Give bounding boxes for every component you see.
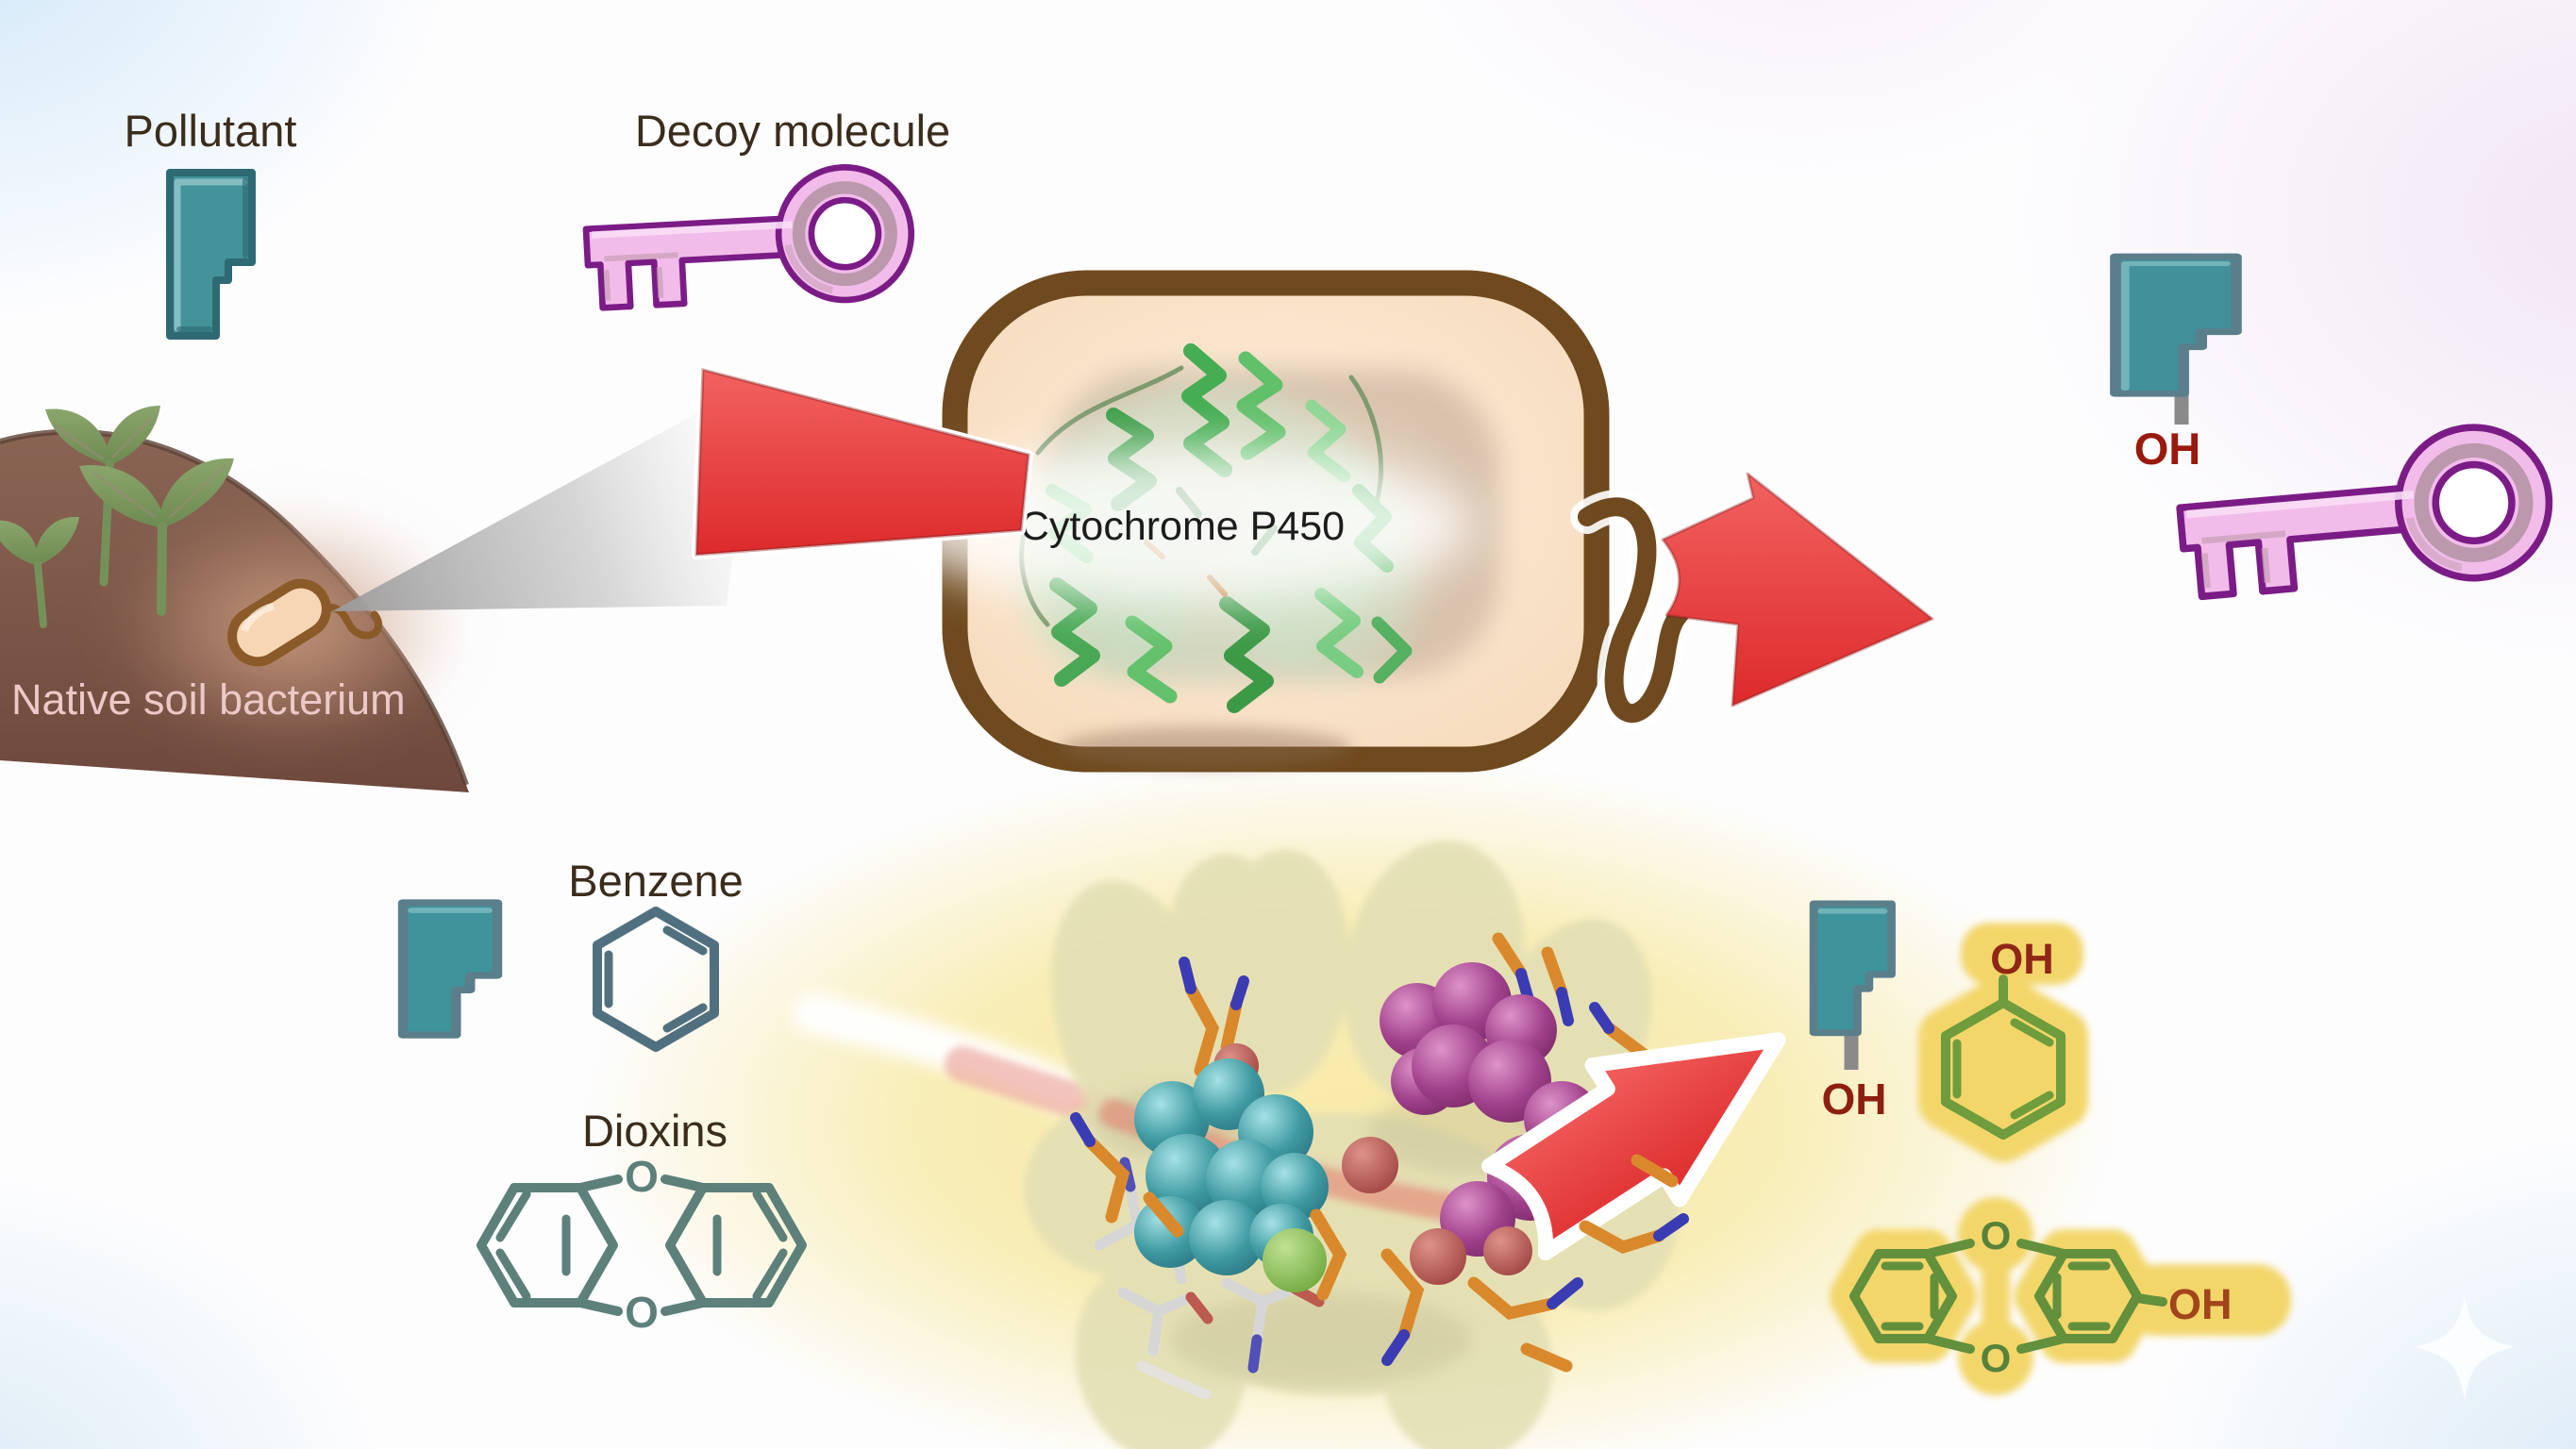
decoy-key-icon xyxy=(583,164,914,313)
flagellum xyxy=(1570,490,1698,730)
oxygen-label: O xyxy=(625,1152,659,1201)
substrate-spheres xyxy=(1134,1043,1329,1292)
hydroxyl-label: OH xyxy=(1990,935,2054,983)
hydroxyl-label: OH xyxy=(1822,1074,1887,1124)
soil-scene: Native soil bacterium xyxy=(0,406,469,792)
oxygen-label: O xyxy=(1981,1213,2012,1257)
magnifier-beam xyxy=(332,383,753,611)
bacterium-cell: Cytochrome P450 xyxy=(890,270,1698,773)
active-site xyxy=(793,841,1786,1449)
dioxins-label: Dioxins xyxy=(582,1106,728,1156)
pollutant-piece-icon xyxy=(170,173,252,336)
dioxin-structure xyxy=(477,1174,807,1316)
oxygen-label: O xyxy=(625,1288,659,1337)
native-soil-bacterium-label: Native soil bacterium xyxy=(11,675,406,724)
seedling-icon xyxy=(79,458,234,616)
benzene-ring xyxy=(593,907,719,1052)
seedling-icon xyxy=(0,516,79,628)
hydroxylated-pollutant: OH xyxy=(2116,257,2236,474)
sparkle-icon xyxy=(2416,1294,2514,1400)
reaction-arrow xyxy=(1481,1032,1786,1261)
red-arrow-in-body xyxy=(694,368,1030,557)
chlorine-sphere xyxy=(1263,1228,1327,1292)
red-arrow-out xyxy=(1661,472,1934,708)
pollutant-piece-icon xyxy=(1814,904,1892,1033)
benzene-label: Benzene xyxy=(568,856,744,906)
hydroxyl-label: OH xyxy=(2134,424,2201,474)
decoy-molecule-label: Decoy molecule xyxy=(635,106,950,156)
oxygen-label: O xyxy=(1981,1336,2012,1380)
label-glow xyxy=(890,447,1475,602)
yellow-glow xyxy=(576,755,2123,1449)
pollutant-piece-icon xyxy=(403,903,497,1035)
pollutant-piece-icon xyxy=(2116,257,2236,393)
phenol-structure: OH xyxy=(1918,923,2088,1162)
native-bacterium-icon xyxy=(227,578,383,667)
pollutant-label: Pollutant xyxy=(125,106,297,156)
hydroxylated-pollutant-bottom: OH xyxy=(1814,904,1892,1124)
hydroxyl-label: OH xyxy=(2168,1280,2233,1328)
hydroxylated-dioxin-structure: O O OH xyxy=(1830,1197,2291,1395)
cytochrome-p450-label: Cytochrome P450 xyxy=(1020,504,1345,549)
decoy-spheres xyxy=(1342,962,1599,1285)
protein-shadow xyxy=(1060,726,1352,768)
residue-sticks-front xyxy=(1070,1112,1689,1373)
product-key-icon xyxy=(2175,421,2555,603)
